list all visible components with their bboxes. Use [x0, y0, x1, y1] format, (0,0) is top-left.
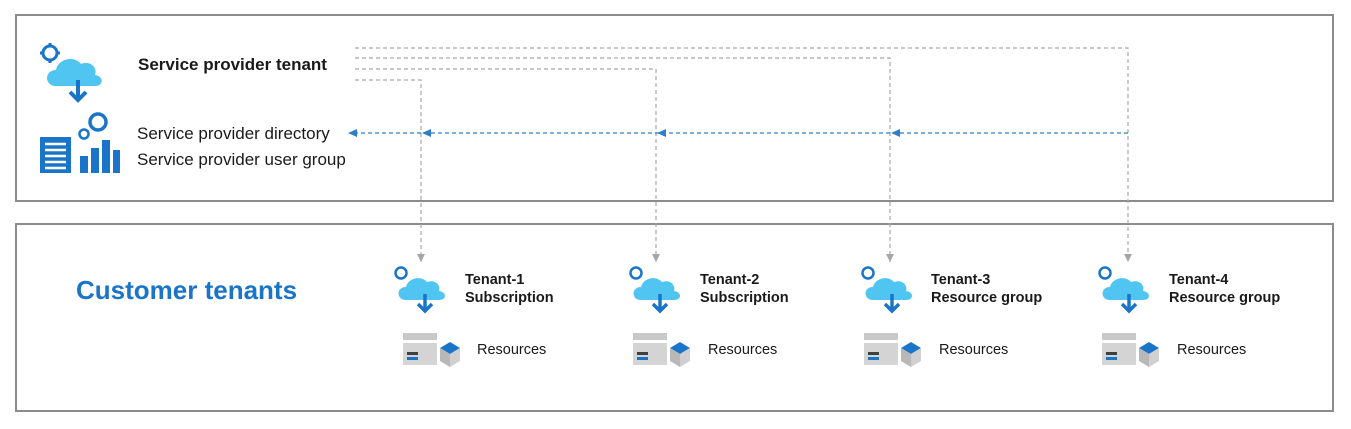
tenant-2-cloud-icon	[629, 266, 680, 314]
tenant-2-scope: Subscription	[700, 290, 789, 306]
tenant-4-cloud-icon	[1098, 266, 1149, 314]
tenant-4-resources-label: Resources	[1177, 342, 1247, 358]
arrowhead-tenant-4	[1124, 254, 1132, 262]
tenant-4-name: Tenant-4	[1169, 272, 1229, 288]
directory-chart-gear-icon	[40, 112, 120, 173]
blue-arrowhead-tenant-2	[657, 129, 666, 137]
service-provider-panel	[15, 14, 1334, 202]
customer-tenants-title: Customer tenants	[76, 275, 298, 305]
tenant-1-name: Tenant-1	[465, 272, 525, 288]
tenant-4-label: Tenant-4 Resource group	[1169, 271, 1280, 307]
blue-arrowhead-directory	[348, 129, 357, 137]
tenant-3-resources-label: Resources	[939, 342, 1009, 358]
tenant-1-resources-label: Resources	[477, 342, 547, 358]
tenant-2-resources-label: Resources	[708, 342, 778, 358]
delegation-line-tenant-3	[355, 57, 891, 262]
tenant-2-label: Tenant-2 Subscription	[700, 271, 789, 307]
tenant-1-label: Tenant-1 Subscription	[465, 271, 554, 307]
provider-directory-label: Service provider directory	[137, 124, 330, 143]
blue-arrowhead-tenant-3	[891, 129, 900, 137]
delegation-line-tenant-4	[355, 47, 1129, 262]
cloud-gear-download-icon	[40, 43, 102, 103]
tenant-2-name: Tenant-2	[700, 272, 760, 288]
tenant-1-scope: Subscription	[465, 290, 554, 306]
tenant-3-label: Tenant-3 Resource group	[931, 271, 1042, 307]
arrowhead-tenant-1	[417, 254, 425, 262]
tenant-4-scope: Resource group	[1169, 290, 1281, 306]
tenant-3-scope: Resource group	[931, 290, 1043, 306]
arrowhead-tenant-2	[652, 254, 660, 262]
tenant-3-name: Tenant-3	[931, 272, 991, 288]
provider-tenant-title: Service provider tenant	[138, 55, 327, 74]
delegation-line-tenant-2	[355, 68, 657, 262]
tenant-4-resources-icon	[1102, 333, 1159, 367]
customer-tenants-panel	[15, 223, 1334, 412]
tenant-1-resources-icon	[403, 333, 460, 367]
delegation-line-tenant-1	[355, 79, 422, 262]
arrowhead-tenant-3	[886, 254, 894, 262]
tenant-1-cloud-icon	[394, 266, 445, 314]
provider-user-group-label: Service provider user group	[137, 150, 346, 169]
tenant-3-cloud-icon	[861, 266, 912, 314]
tenant-2-resources-icon	[633, 333, 690, 367]
tenant-3-resources-icon	[864, 333, 921, 367]
blue-arrowhead-tenant-1	[422, 129, 431, 137]
